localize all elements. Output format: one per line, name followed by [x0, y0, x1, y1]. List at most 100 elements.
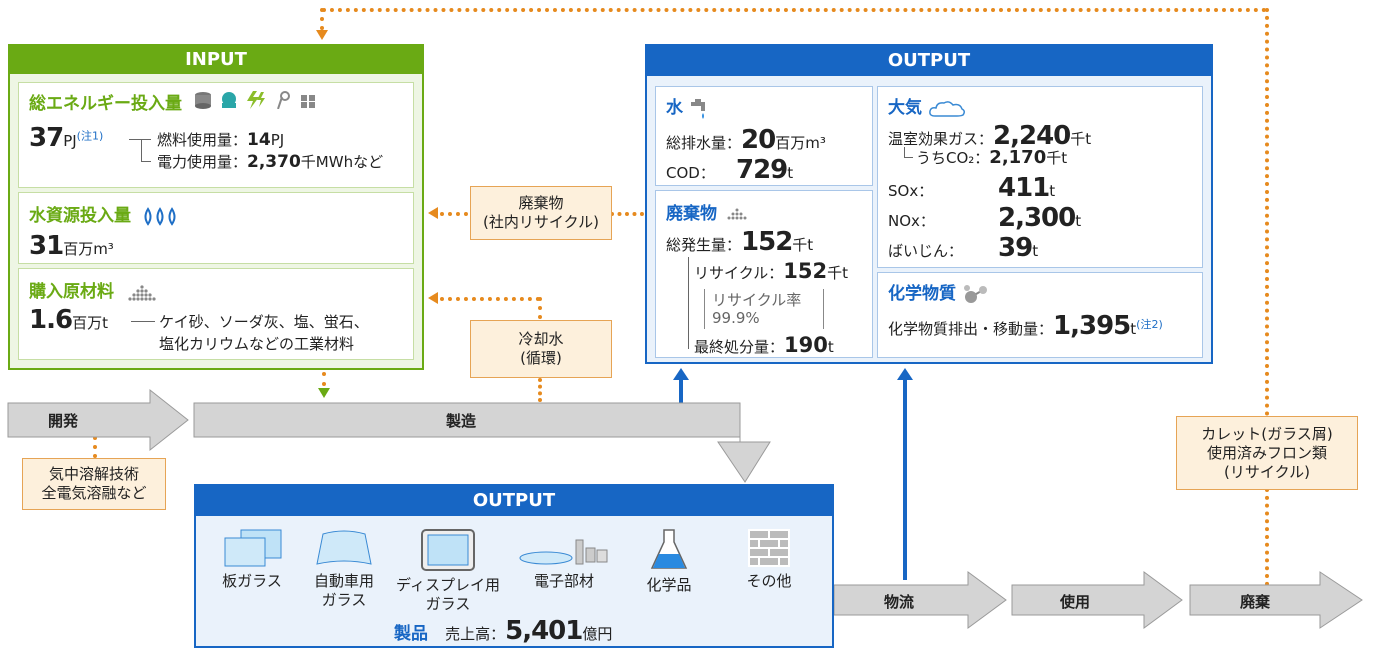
- recycle-rate-label: リサイクル率: [712, 291, 802, 309]
- recycle-flow-left: [320, 8, 324, 30]
- energy-branch-vertical: [141, 139, 142, 161]
- logistics-output-arrowhead: [897, 368, 913, 380]
- chem-row: 化学物質排出・移動量：1,395t(注2): [888, 311, 1163, 341]
- sales-row: 製品 売上高：5,401億円: [394, 616, 612, 646]
- recycle-rate-bracket: [704, 289, 824, 329]
- mfg-output-arrow: [679, 378, 683, 404]
- product-label-4: 電子部材: [533, 572, 594, 590]
- faucet-icon: [691, 98, 706, 119]
- cod-unit: t: [787, 164, 794, 182]
- co2-row: うちCO₂：2,170千t: [916, 147, 1067, 168]
- waste-gen-unit: 千t: [792, 236, 814, 254]
- wind-icon: [277, 91, 291, 110]
- materials-title: 購入原材料: [29, 282, 114, 302]
- product-label-1: 板ガラス: [222, 572, 282, 590]
- energy-value: 37: [29, 123, 64, 153]
- waste-gen-row: 総発生量：152千t: [666, 227, 813, 257]
- water-resource-title-row: 水資源投入量: [29, 201, 178, 227]
- logistics-label: 物流: [884, 593, 915, 611]
- output-water-title-row: 水: [666, 93, 712, 121]
- waste-flow-line: [440, 212, 468, 216]
- product-label-2b: ガラス: [321, 591, 367, 609]
- power-row: 電力使用量：2,370千MWhなど: [157, 151, 383, 172]
- recycle-rate-value: 99.9%: [712, 309, 760, 327]
- tech-note: 気中溶解技術 全電気溶融など: [22, 458, 166, 510]
- input-to-mfg-arrowhead: [318, 388, 330, 398]
- waste-gen-value: 152: [741, 227, 793, 257]
- water-drops-icon: [144, 206, 176, 226]
- cloud-icon: [929, 100, 966, 117]
- use-arrow-shape: [1011, 571, 1183, 629]
- water-resource-value: 31: [29, 231, 64, 261]
- output-water-title: 水: [666, 98, 683, 118]
- chem-note: (注2): [1136, 318, 1163, 331]
- ghg-value: 2,240: [993, 121, 1071, 151]
- fuel-value: 14: [247, 130, 271, 150]
- auto-glass-icon: [316, 530, 372, 565]
- dev-label: 開発: [48, 412, 79, 430]
- output-top-header: OUTPUT: [647, 46, 1211, 76]
- recycle-flow-right: [1265, 8, 1269, 416]
- cooling-flow-arrowhead: [428, 292, 438, 304]
- final-label: 最終処分量：: [694, 338, 785, 356]
- final-row: 最終処分量：190t: [694, 333, 834, 357]
- factory-icon: [301, 95, 316, 108]
- mfg-output-arrowhead: [673, 368, 689, 380]
- recycle-row: リサイクル：152千t: [694, 259, 848, 283]
- mfg-arrow-shape: [193, 402, 771, 483]
- output-chem-title-row: 化学物質: [888, 279, 989, 306]
- tech-line2: 全電気溶融など: [41, 484, 147, 502]
- sox-value: 411: [998, 173, 1050, 203]
- energy-note: (注1): [76, 129, 104, 143]
- materials-desc1: ケイ砂、ソーダ灰、塩、蛍石、: [159, 313, 369, 331]
- drain-value: 20: [741, 125, 776, 155]
- product-auto-glass: 自動車用 ガラス: [296, 528, 392, 610]
- output-bottom-header: OUTPUT: [196, 486, 832, 516]
- waste-internal-note: 廃棄物 (社内リサイクル): [470, 186, 612, 240]
- materials-value: 1.6: [29, 305, 73, 335]
- dev-arrow-shape: [7, 388, 189, 452]
- disposal-label: 廃棄: [1240, 593, 1271, 611]
- use-label: 使用: [1060, 593, 1091, 611]
- fuel-unit: PJ: [270, 131, 285, 149]
- materials-connector: [131, 321, 155, 322]
- chem-value: 1,395: [1053, 311, 1131, 341]
- chem-unit: t: [1130, 320, 1137, 338]
- dust-label: ばいじん：: [888, 242, 964, 260]
- water-resource-value-row: 31百万m³: [29, 231, 114, 261]
- materials-desc2: 塩化カリウムなどの工業材料: [159, 335, 355, 353]
- fuel-label: 燃料使用量：: [157, 131, 248, 149]
- mfg-label: 製造: [446, 412, 477, 430]
- co2-unit: 千t: [1046, 149, 1068, 167]
- water-resource-box: 水資源投入量 31百万m³: [18, 192, 414, 264]
- molecule-icon: [964, 284, 988, 303]
- output-air-title-row: 大気: [888, 93, 967, 119]
- sales-value: 5,401: [505, 616, 583, 646]
- co2-value: 2,170: [989, 147, 1047, 168]
- energy-branch-line: [129, 139, 151, 140]
- energy-unit: PJ: [63, 132, 77, 150]
- co2-label: うちCO₂：: [916, 149, 990, 167]
- power-unit: 千MWhなど: [300, 153, 384, 171]
- nox-label: NOx：: [888, 212, 935, 230]
- dust-row: ばいじん：39t: [888, 233, 1038, 263]
- waste-flow-arrowhead: [428, 207, 438, 219]
- output-waste-title-row: 廃棄物: [666, 199, 752, 224]
- energy-icons: [193, 91, 319, 113]
- materials-value-row: 1.6百万t: [29, 305, 108, 335]
- sox-label: SOx：: [888, 182, 934, 200]
- recycle-value: 152: [783, 259, 828, 283]
- electronic-parts-icon: [519, 539, 608, 565]
- materials-title-row: 購入原材料: [29, 277, 159, 302]
- cooling-line2: (循環): [520, 349, 562, 367]
- disposal-arrow-shape: [1189, 571, 1363, 629]
- energy-total: 37PJ(注1): [29, 123, 103, 153]
- input-to-mfg-flow: [322, 372, 326, 386]
- recycle-arrowhead: [316, 30, 328, 40]
- tech-line1: 気中溶解技術: [48, 465, 139, 483]
- chem-label: 化学物質排出・移動量：: [888, 320, 1054, 338]
- ghg-row: 温室効果ガス：2,240千t: [888, 121, 1091, 151]
- water-resource-title: 水資源投入量: [29, 206, 131, 226]
- recycle-label: リサイクル：: [694, 264, 784, 282]
